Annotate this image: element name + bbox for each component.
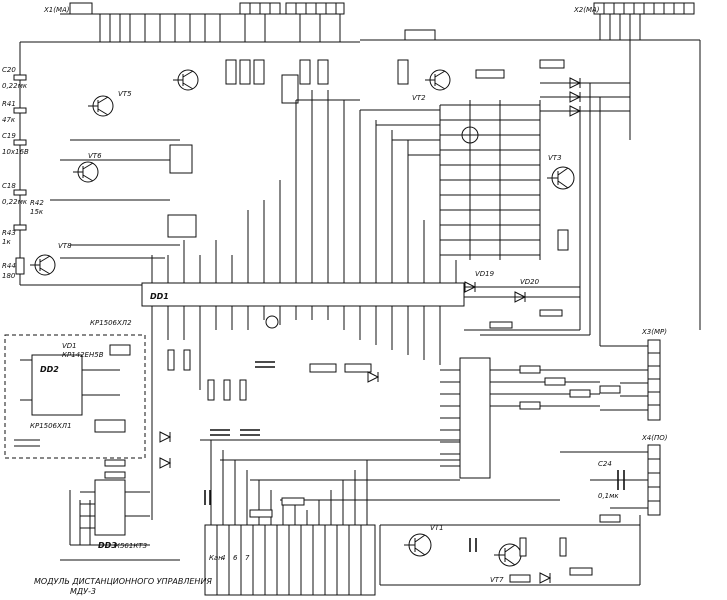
connector-x3-right	[600, 339, 661, 421]
label-c19: C19	[2, 132, 16, 140]
value-c25: 0,1мк	[598, 492, 619, 500]
label-r41: R41	[2, 100, 16, 108]
value-r41: 47к	[2, 116, 16, 124]
transistor-vt5	[88, 95, 114, 117]
transistor-vt9	[494, 543, 522, 567]
label-vt1: VT2	[412, 94, 426, 102]
label-vt7: VT1	[430, 524, 444, 532]
top-bus-wires	[20, 14, 701, 330]
label-c20: C20	[2, 66, 16, 74]
ic-dd2-part: КР1506ХЛ1	[30, 422, 72, 430]
label-c18: C18	[2, 182, 16, 190]
bottom-function-connector	[204, 524, 376, 596]
label-vt5: VT5	[118, 90, 132, 98]
label-r42: R42	[30, 199, 44, 207]
transistor-vt4	[173, 69, 199, 91]
transistor-vt2	[547, 166, 575, 190]
caption-line2: МДУ-3	[70, 587, 96, 596]
ic-right-column	[440, 357, 600, 479]
label-vt2: VT3	[548, 154, 562, 162]
lower-right-passives	[379, 514, 641, 586]
transistor-vt8	[30, 254, 56, 276]
label-r43: R43	[2, 229, 16, 237]
diodes-vd20-vd24	[464, 281, 580, 329]
ic-dd1	[141, 282, 465, 307]
transistor-vt6	[73, 161, 99, 183]
ic-vd1-ref: VD1	[62, 342, 77, 350]
label-vt9: VT7	[490, 576, 504, 584]
left-column-passives	[13, 42, 260, 286]
label-r44: R44	[2, 262, 16, 270]
label-vt8: VT8	[58, 242, 72, 250]
bottom-pin-3: 7	[245, 554, 250, 562]
connector-x1-label: Х1(МА)	[43, 6, 70, 14]
dd1-top-pins	[151, 90, 457, 283]
connector-x2-label: Х2(МА)	[573, 6, 600, 14]
label-vd20: VD19	[475, 270, 495, 278]
connector-x4-right	[560, 444, 661, 516]
dd1-bottom-pins	[151, 306, 441, 520]
label-c25: C24	[598, 460, 612, 468]
ic-vd1-part: КР142ЕН5В	[62, 351, 104, 359]
label-vt6: VT6	[88, 152, 102, 160]
connector-x1-top	[60, 2, 345, 15]
diode-chain-right	[540, 70, 631, 140]
value-c18: 0,22мк	[2, 198, 28, 206]
caption-line1: МОДУЛЬ ДИСТАНЦИОННОГО УПРАВЛЕНИЯ	[34, 577, 212, 586]
capacitor-c25	[600, 470, 625, 490]
bottom-connector-wires	[200, 439, 560, 525]
keypad-switches	[60, 490, 180, 561]
upper-small-blocks	[167, 29, 569, 251]
connector-x3-label: Х3(МР)	[641, 328, 667, 336]
right-resistor-bank	[519, 365, 621, 410]
ic-dd1-ref: DD1	[150, 292, 169, 301]
ic-dd3	[80, 479, 150, 536]
value-r43: 1к	[2, 238, 11, 246]
transistor-vt1	[425, 69, 451, 91]
long-signal-routing	[50, 83, 601, 346]
middle-passives	[104, 349, 380, 518]
connector-x2-top	[593, 2, 695, 15]
ic-dd2-ref: DD2	[40, 365, 59, 374]
ic-dd3-part: К561КТ3	[115, 542, 147, 550]
value-r42: 15к	[30, 208, 44, 216]
ic-dd1-part: КР1506ХЛ2	[90, 319, 132, 327]
test-point-marker	[265, 315, 279, 329]
bottom-pin-0: Кан.	[209, 554, 225, 562]
value-c20: 0,22мк	[2, 82, 28, 90]
connector-x4-label: Х4(ПО)	[641, 434, 668, 442]
bottom-pin-2: 6	[233, 554, 238, 562]
label-vd24: VD20	[520, 278, 540, 286]
remote-module-dashed	[4, 334, 146, 459]
diode-switch-matrix	[439, 100, 541, 260]
transistor-vt7	[404, 533, 432, 557]
value-r44: 180	[2, 272, 16, 280]
bottom-pin-1: 4	[221, 554, 225, 562]
value-c19: 10х16В	[2, 148, 29, 156]
